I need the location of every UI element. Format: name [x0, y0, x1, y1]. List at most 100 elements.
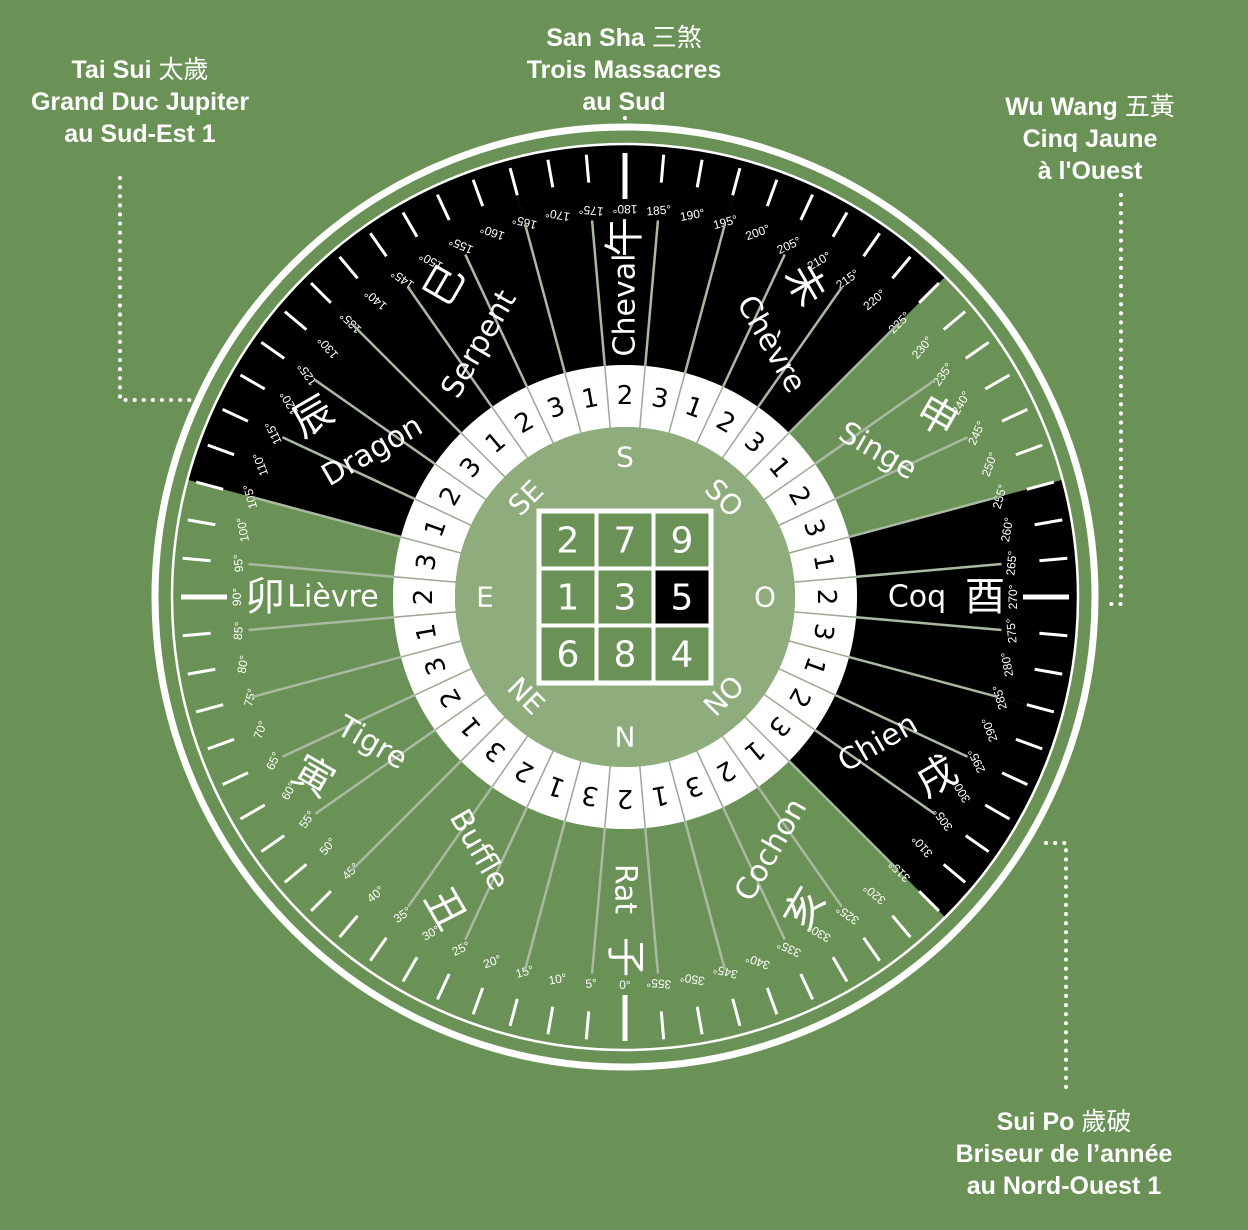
sector-divider: [848, 655, 999, 699]
callout-san-sha-line3: au Sud: [582, 88, 666, 116]
degree-tick: [1034, 518, 1063, 527]
grid-number: 9: [671, 521, 694, 562]
degree-label: 325°: [833, 902, 862, 928]
degree-label: 165°: [511, 212, 539, 232]
number-ring-divider: [460, 716, 506, 762]
grid-cell: [541, 570, 595, 624]
degree-label: 90°: [230, 588, 244, 606]
number-ring-divider: [778, 498, 836, 526]
degree-label: 250°: [979, 450, 1001, 478]
grid-number: 5: [671, 578, 694, 619]
number-ring-divider: [564, 761, 582, 822]
degree-tick: [964, 834, 990, 853]
grid-cell: [541, 513, 595, 567]
degree-tick: [765, 987, 779, 1015]
afflicted-sector: [304, 159, 565, 433]
grid-cell: [598, 513, 652, 567]
sub-sector-number: 2: [617, 783, 634, 813]
degree-label: 25°: [450, 938, 473, 958]
sector-divider: [721, 253, 786, 388]
number-ring-divider: [491, 735, 529, 788]
degree-label: 265°: [1003, 550, 1019, 576]
grid-cell: [655, 513, 709, 567]
degree-tick: [435, 973, 451, 1001]
number-ring-divider: [778, 668, 836, 696]
number-ring-divider: [639, 766, 646, 829]
sub-sector-number: 3: [411, 551, 443, 573]
degree-tick: [942, 310, 967, 331]
degree-label: 195°: [712, 212, 740, 232]
number-ring-divider: [696, 386, 724, 444]
degree-label: 350°: [679, 970, 706, 988]
sector-divider: [251, 655, 402, 699]
sector-divider: [848, 495, 999, 539]
animal-name: Tigre: [330, 709, 413, 777]
degree-tick: [187, 667, 216, 676]
number-ring-divider: [526, 386, 554, 444]
degree-tick: [659, 154, 666, 183]
degree-tick: [239, 373, 266, 391]
sector-divider: [856, 562, 1002, 579]
degree-label: 175°: [578, 202, 604, 218]
degree-label: 170°: [544, 206, 571, 224]
callout-tai-sui-line3: au Sud-Est 1: [64, 120, 216, 148]
degree-label: 35°: [391, 904, 414, 926]
degree-tick: [695, 1006, 704, 1035]
degree-label: 10°: [547, 971, 568, 988]
degree-tick: [659, 1011, 666, 1040]
grid-number: 4: [671, 635, 694, 676]
degree-tick: [471, 179, 485, 207]
afflicted-sector: [849, 479, 1078, 715]
number-ring-divider: [668, 372, 686, 433]
sub-sector-number: 3: [807, 621, 839, 643]
degree-tick: [984, 803, 1011, 821]
degree-tick: [984, 373, 1011, 391]
sector-divider: [314, 379, 436, 465]
degree-label: 230°: [909, 333, 936, 361]
sector-divider: [814, 379, 936, 465]
afflicted-sector: [187, 276, 461, 537]
sector-divider: [683, 223, 727, 374]
afflicted-sector: [685, 159, 946, 433]
degree-tick: [369, 232, 388, 258]
degree-tick: [471, 987, 485, 1015]
callout-sui-po-line3: au Nord-Ouest 1: [966, 1172, 1162, 1200]
sub-sector-number: 1: [411, 621, 443, 643]
grid-number: 6: [557, 635, 580, 676]
sector-divider: [314, 729, 436, 815]
animal-name: Coq: [888, 580, 946, 615]
sector-divider-layer: [248, 220, 1002, 974]
callout-sui-po: Sui Po 歲破 Briseur de l’année au Nord-Oue…: [934, 1106, 1194, 1202]
degree-tick: [260, 341, 286, 360]
sub-sector-number: 3: [649, 383, 671, 415]
callout-sui-po-line2: Briseur de l’année: [955, 1140, 1173, 1168]
direction-e: E: [476, 581, 494, 614]
sector-divider: [407, 786, 493, 908]
direction-o: O: [754, 581, 776, 614]
animal-name: Lièvre: [287, 580, 378, 615]
number-ring-divider: [414, 668, 472, 696]
animal-cjk: 午: [602, 217, 648, 257]
degree-tick: [309, 890, 332, 913]
animal-name: Rat: [608, 864, 643, 915]
sui-po-connector: [1044, 841, 1068, 1098]
sector-divider: [814, 729, 936, 815]
degree-label: 180°: [612, 202, 637, 216]
degree-tick: [942, 863, 967, 884]
degree-label: 245°: [965, 419, 988, 448]
degree-label: 260°: [998, 516, 1016, 543]
degree-label: 40°: [364, 883, 387, 906]
degree-tick: [187, 518, 216, 527]
degree-label: 20°: [481, 952, 503, 971]
sector-divider: [590, 828, 607, 974]
degree-tick: [182, 631, 211, 638]
grid-cell: [598, 570, 652, 624]
degree-label: 285°: [990, 683, 1010, 711]
sector-divider: [856, 615, 1002, 632]
degree-tick: [338, 255, 359, 280]
callout-wu-wang-line2: Cinq Jaune: [1022, 125, 1158, 153]
